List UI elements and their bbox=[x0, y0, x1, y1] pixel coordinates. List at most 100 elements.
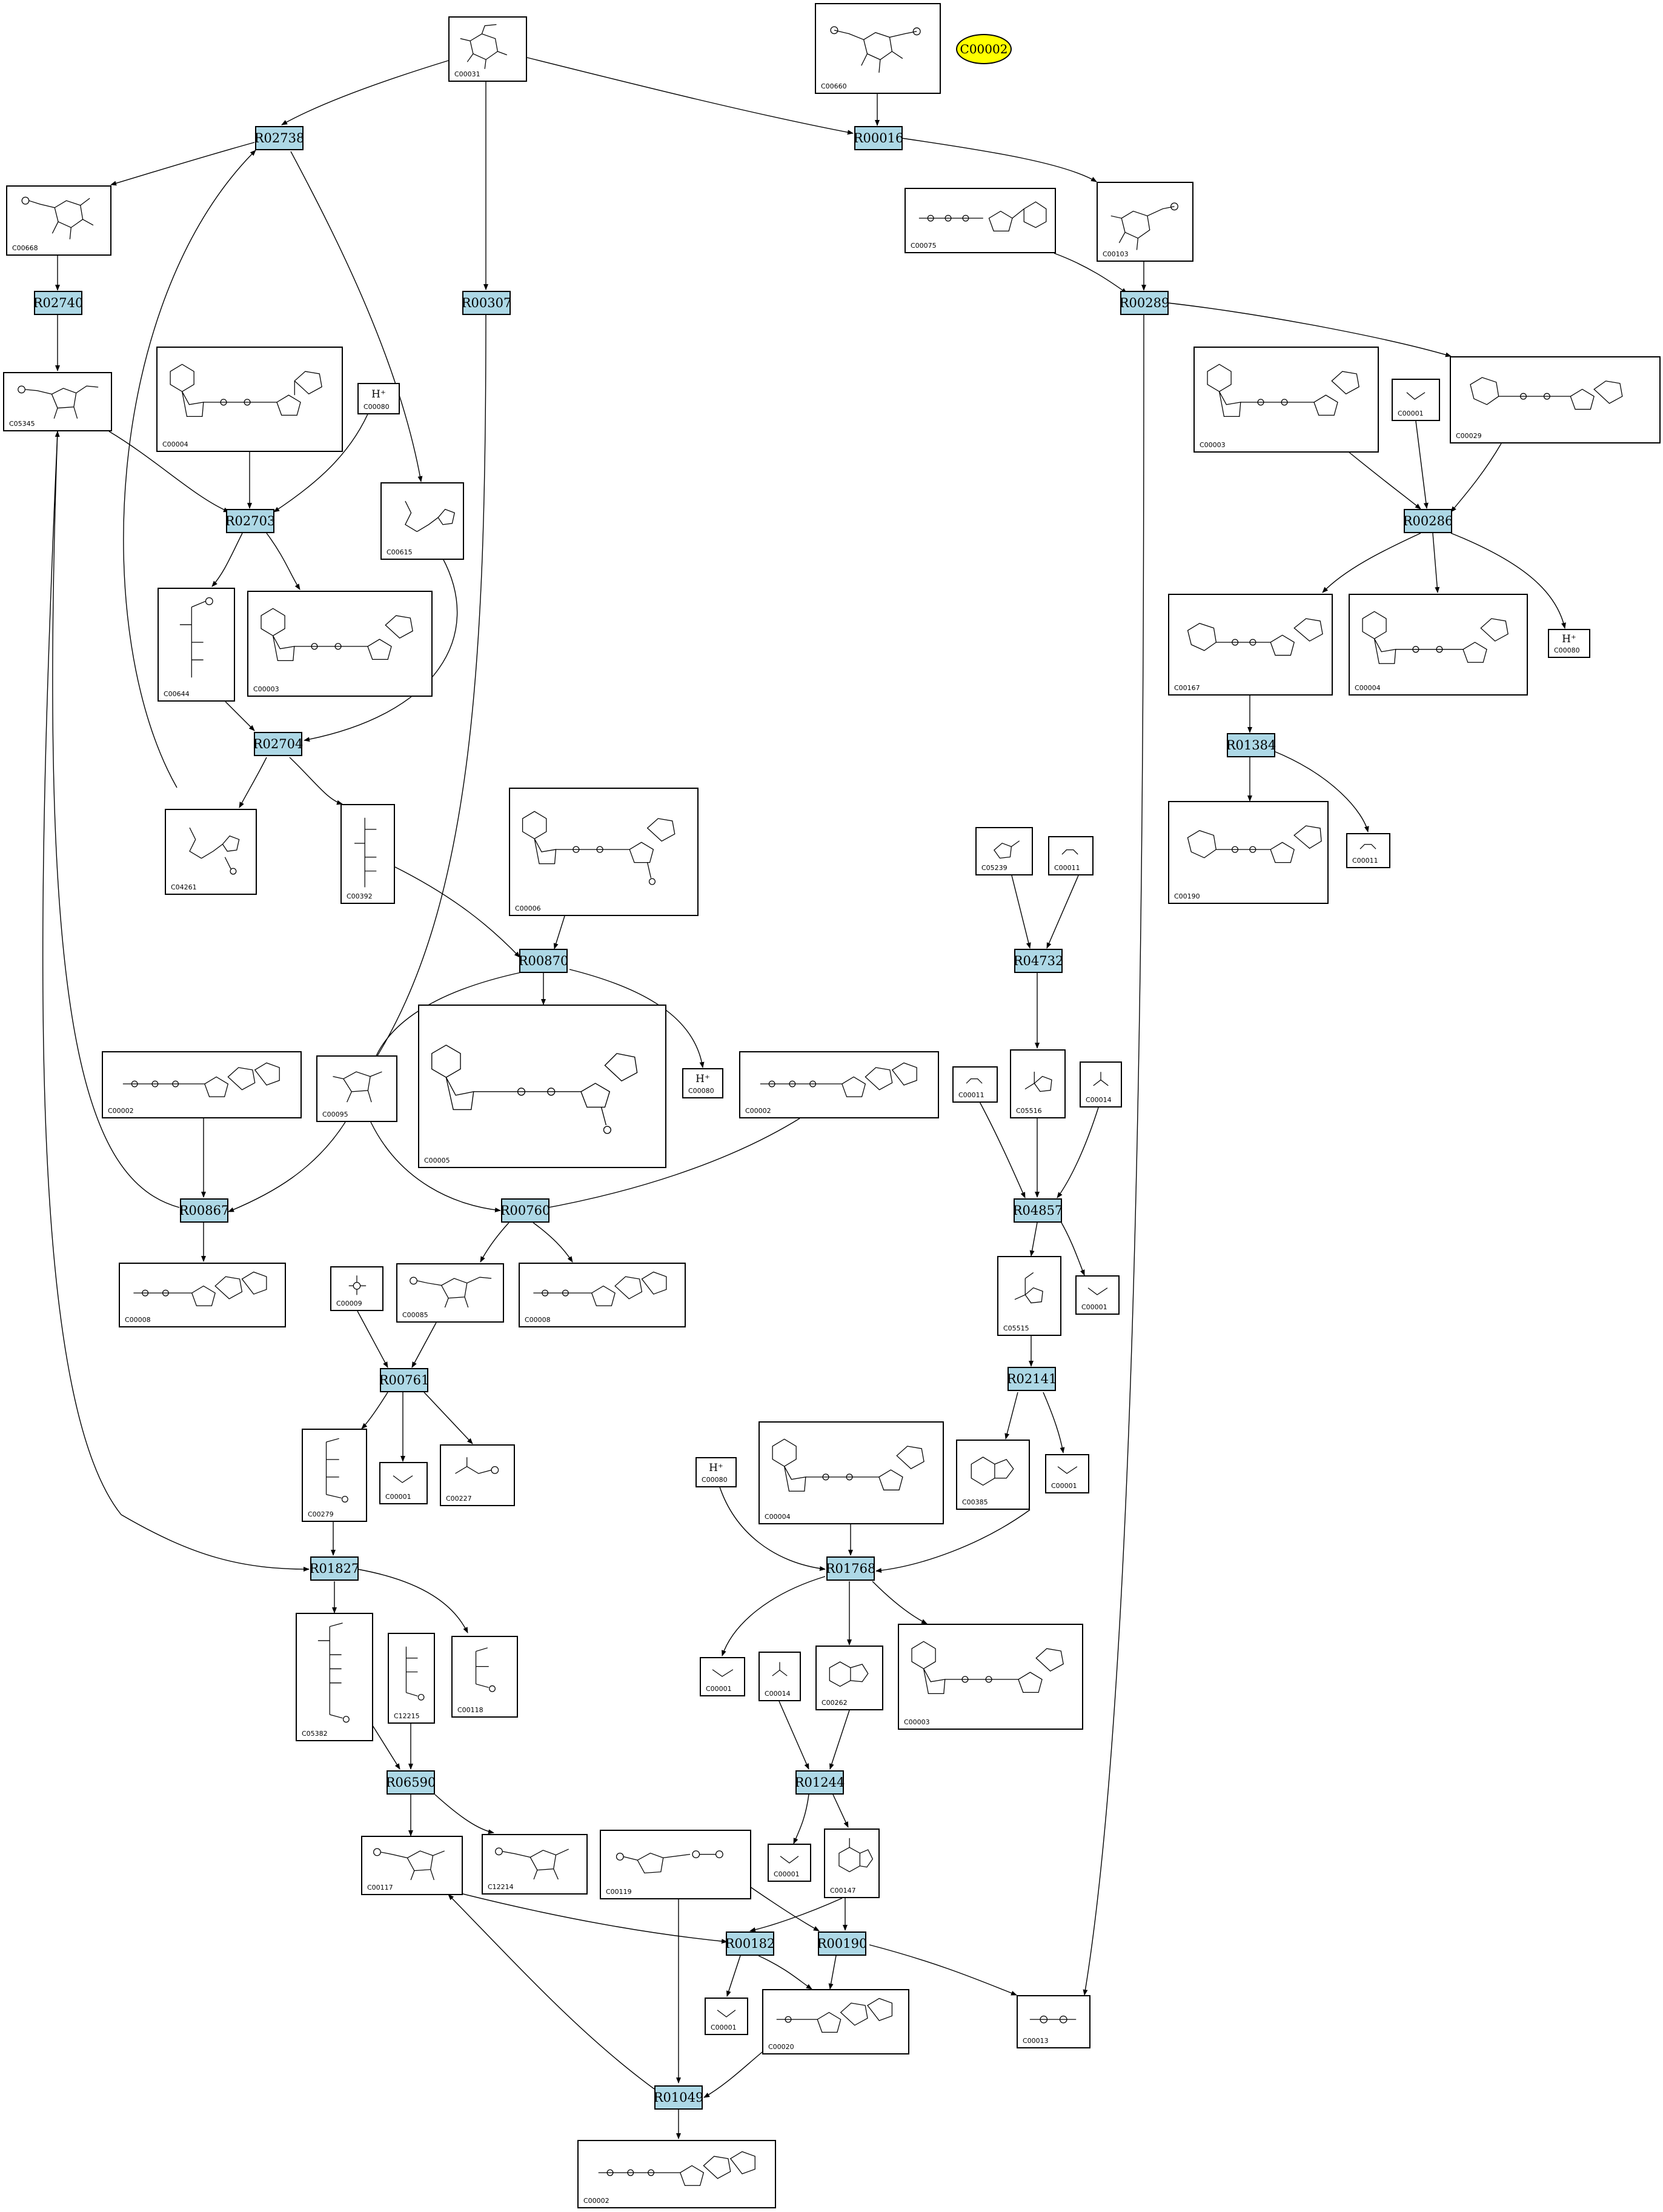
compound-c00020[interactable]: C00020 bbox=[762, 1989, 909, 2054]
compound-c00014a[interactable]: C00014 bbox=[1080, 1061, 1122, 1108]
reaction-r00867[interactable]: R00867 bbox=[179, 1198, 229, 1223]
reaction-r00870[interactable]: R00870 bbox=[519, 949, 568, 973]
compound-c00190[interactable]: C00190 bbox=[1168, 801, 1329, 904]
reaction-r01384[interactable]: R01384 bbox=[1226, 733, 1276, 757]
compound-c00031[interactable]: C00031 bbox=[448, 16, 527, 82]
compound-c05345[interactable]: C05345 bbox=[3, 372, 112, 431]
compound-c00615[interactable]: C00615 bbox=[380, 482, 464, 560]
compound-c05382[interactable]: C05382 bbox=[296, 1613, 373, 1741]
reaction-r02141[interactable]: R02141 bbox=[1007, 1367, 1057, 1391]
structure-adp-icon bbox=[533, 1271, 667, 1306]
compound-c00385[interactable]: C00385 bbox=[956, 1440, 1030, 1510]
reaction-r02704[interactable]: R02704 bbox=[253, 732, 303, 756]
compound-c00004a[interactable]: C00004 bbox=[156, 347, 343, 452]
compound-c04261[interactable]: C04261 bbox=[165, 809, 257, 895]
compound-c00011a[interactable]: C00011 bbox=[1048, 836, 1094, 875]
structure-udp-glucuronate-icon bbox=[1187, 618, 1323, 656]
reaction-r01768[interactable]: R01768 bbox=[826, 1556, 875, 1581]
compound-c00008a[interactable]: C00008 bbox=[119, 1263, 286, 1327]
compound-c00085[interactable]: C00085 bbox=[396, 1263, 504, 1323]
compound-c00001g[interactable]: C00001 bbox=[705, 1998, 748, 2035]
compound-c12215[interactable]: C12215 bbox=[388, 1633, 435, 1724]
structure-glyceraldehyde-phosphate-icon bbox=[475, 1647, 496, 1692]
compound-c00001d[interactable]: C00001 bbox=[1045, 1454, 1089, 1493]
structure-nadph-icon bbox=[431, 1045, 638, 1134]
reaction-r01244[interactable]: R01244 bbox=[795, 1770, 845, 1795]
compound-c00003c[interactable]: C00003 bbox=[898, 1624, 1083, 1730]
compound-c00008b[interactable]: C00008 bbox=[519, 1263, 686, 1327]
compound-c00147[interactable]: C00147 bbox=[824, 1828, 880, 1898]
compound-c00006[interactable]: C00006 bbox=[509, 788, 699, 916]
compound-c00002c[interactable]: C00002 bbox=[577, 2140, 776, 2208]
compound-c00003a[interactable]: C00003 bbox=[247, 591, 433, 697]
compound-c00009[interactable]: C00009 bbox=[330, 1266, 383, 1311]
compound-c00001c[interactable]: C00001 bbox=[379, 1462, 428, 1504]
compound-c00075[interactable]: C00075 bbox=[905, 188, 1056, 253]
compound-c00080a[interactable]: H⁺ C00080 bbox=[357, 383, 400, 414]
reaction-r00289[interactable]: R00289 bbox=[1120, 291, 1169, 315]
reaction-r04732[interactable]: R04732 bbox=[1014, 949, 1063, 973]
reaction-r02740[interactable]: R02740 bbox=[33, 291, 83, 315]
structure-fructose-icon bbox=[333, 1071, 382, 1103]
structure-imidazole-carboxamide-icon bbox=[1014, 1272, 1043, 1304]
compound-c00001e[interactable]: C00001 bbox=[700, 1657, 745, 1696]
compound-c00029[interactable]: C00029 bbox=[1450, 356, 1661, 443]
structure-nadh-icon bbox=[772, 1438, 924, 1492]
structure-sugar-phosphate-icon bbox=[21, 196, 94, 239]
compound-c00013[interactable]: C00013 bbox=[1017, 1995, 1090, 2048]
compound-c00004c[interactable]: C00004 bbox=[758, 1421, 944, 1524]
compound-c00660[interactable]: C00660 bbox=[815, 3, 941, 94]
reaction-r00016[interactable]: R00016 bbox=[854, 126, 903, 150]
compound-c00001b[interactable]: C00001 bbox=[1075, 1275, 1120, 1315]
compound-c05516[interactable]: C05516 bbox=[1010, 1049, 1066, 1118]
reaction-r00190[interactable]: R00190 bbox=[817, 1931, 867, 1956]
structure-sedoheptulose-phosphate-icon bbox=[317, 1622, 350, 1723]
compound-c00167[interactable]: C00167 bbox=[1168, 594, 1333, 696]
reaction-r01049[interactable]: R01049 bbox=[654, 2085, 703, 2110]
compound-c00103[interactable]: C00103 bbox=[1097, 182, 1193, 262]
structure-atp-icon bbox=[760, 1062, 917, 1097]
structure-water-icon bbox=[393, 1475, 413, 1483]
compound-c00004b[interactable]: C00004 bbox=[1349, 594, 1528, 696]
reaction-r00760[interactable]: R00760 bbox=[500, 1198, 550, 1223]
reaction-r01827[interactable]: R01827 bbox=[310, 1556, 359, 1581]
compound-c00001f[interactable]: C00001 bbox=[768, 1844, 811, 1882]
reaction-r04857[interactable]: R04857 bbox=[1013, 1198, 1063, 1223]
compound-c00227[interactable]: C00227 bbox=[440, 1444, 515, 1506]
reaction-r02738[interactable]: R02738 bbox=[254, 126, 304, 150]
structure-peptide-icon bbox=[405, 500, 456, 532]
structure-nadp-icon bbox=[522, 811, 675, 885]
structure-sugar-icon bbox=[460, 24, 507, 69]
structure-water-icon bbox=[1057, 1466, 1078, 1474]
compound-c00014b[interactable]: C00014 bbox=[758, 1652, 801, 1701]
reaction-r00307[interactable]: R00307 bbox=[462, 291, 511, 315]
compound-c05239[interactable]: C05239 bbox=[975, 827, 1033, 875]
reaction-r00286[interactable]: R00286 bbox=[1403, 509, 1453, 533]
compound-c00080c[interactable]: H⁺ C00080 bbox=[682, 1068, 723, 1098]
compound-c00095[interactable]: C00095 bbox=[316, 1055, 397, 1122]
compound-c00118[interactable]: C00118 bbox=[451, 1636, 518, 1718]
compound-c00119[interactable]: C00119 bbox=[600, 1830, 751, 1899]
compound-c00080b[interactable]: H⁺ C00080 bbox=[1548, 629, 1590, 658]
compound-c12214[interactable]: C12214 bbox=[482, 1834, 588, 1895]
reaction-r06590[interactable]: R06590 bbox=[386, 1770, 436, 1795]
structure-water-icon bbox=[712, 1669, 734, 1677]
reaction-r02703[interactable]: R02703 bbox=[225, 509, 275, 533]
compound-c00644[interactable]: C00644 bbox=[158, 588, 235, 702]
compound-c05515[interactable]: C05515 bbox=[997, 1256, 1061, 1336]
reaction-r00761[interactable]: R00761 bbox=[379, 1368, 429, 1392]
compound-c00002b[interactable]: C00002 bbox=[739, 1051, 939, 1118]
compound-c00117[interactable]: C00117 bbox=[361, 1836, 463, 1895]
compound-c00003b[interactable]: C00003 bbox=[1193, 347, 1379, 453]
compound-c00668[interactable]: C00668 bbox=[6, 185, 111, 256]
reaction-r00182[interactable]: R00182 bbox=[725, 1931, 775, 1956]
compound-c00262[interactable]: C00262 bbox=[815, 1646, 883, 1710]
compound-c00011c[interactable]: C00011 bbox=[952, 1066, 998, 1103]
compound-c00002a[interactable]: C00002 bbox=[102, 1051, 302, 1118]
compound-c00005[interactable]: C00005 bbox=[418, 1005, 666, 1168]
compound-c00011b[interactable]: C00011 bbox=[1346, 833, 1390, 868]
compound-c00080d[interactable]: H⁺ C00080 bbox=[695, 1457, 737, 1487]
compound-c00001a[interactable]: C00001 bbox=[1392, 379, 1440, 421]
compound-c00279[interactable]: C00279 bbox=[302, 1429, 367, 1522]
compound-c00392[interactable]: C00392 bbox=[340, 804, 395, 904]
